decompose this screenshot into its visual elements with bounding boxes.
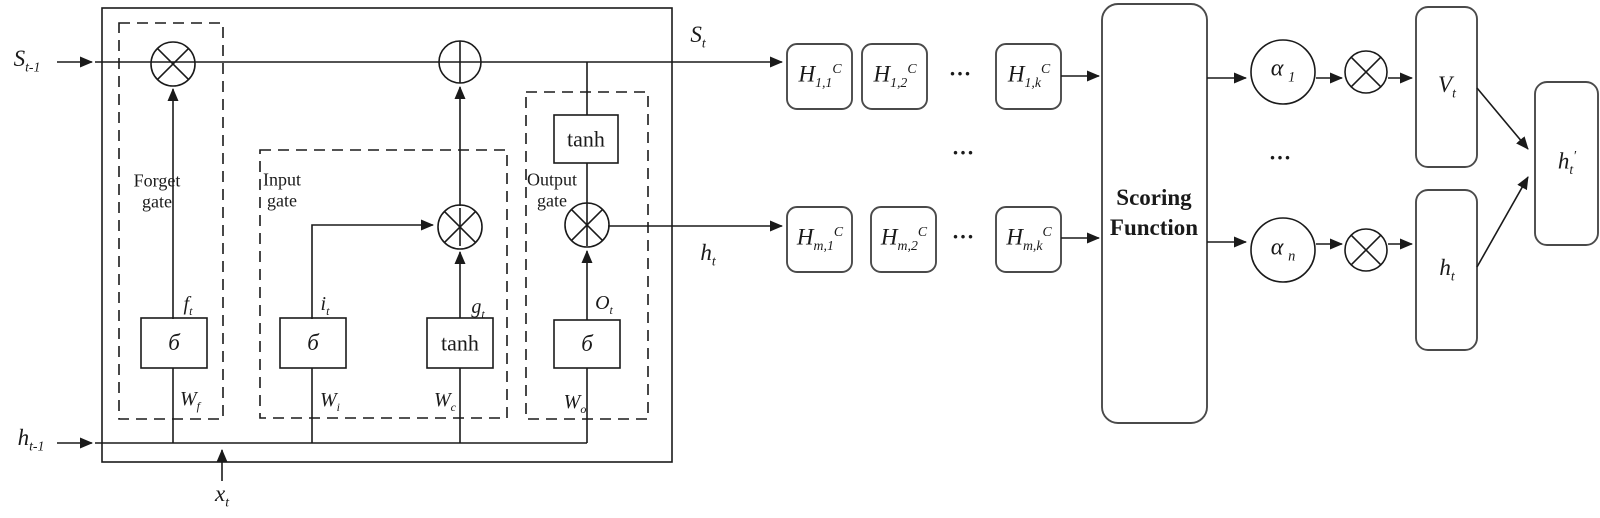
x-input-label: xt <box>214 480 230 510</box>
attention-multiply-top-icon <box>1344 50 1388 94</box>
output-signal-label: Ot <box>595 292 613 318</box>
v-to-final-arrow <box>1476 87 1529 150</box>
input-signal-label: it <box>320 293 330 319</box>
candidate-state-box-12 <box>861 43 928 110</box>
output-tanh-box <box>553 114 619 164</box>
lstm-cell-box <box>101 7 673 463</box>
candidate-state-label-11: H1,1C <box>798 60 842 90</box>
attention-multiply-bottom-icon <box>1344 228 1388 272</box>
forget-sigma-box <box>140 317 208 369</box>
final-hidden-label: ht′ <box>1557 147 1577 177</box>
forget-weight-label: Wf <box>179 388 201 414</box>
input-sigma-label: б <box>307 329 319 355</box>
candidate-state-label-m2: Hm,2C <box>880 223 928 253</box>
candidate-signal-label: gt <box>471 296 485 322</box>
scoring-function-box <box>1101 3 1208 424</box>
candidate-weight-label: Wc <box>434 389 456 415</box>
forget-sigma-label: б <box>168 329 180 355</box>
hidden-vector-label: ht <box>1439 254 1455 284</box>
add-icon <box>438 40 482 84</box>
candidate-state-label-1k: H1,kC <box>1007 60 1051 90</box>
h-prev-label: ht-1 <box>17 424 45 454</box>
s-prev-label: St-1 <box>13 45 41 75</box>
output-weight-label: Wo <box>563 391 587 417</box>
attention-ellipsis: ... <box>1269 139 1293 165</box>
s-out-label: St <box>690 21 706 51</box>
input-multiply-icon <box>437 204 483 250</box>
hidden-vector-box <box>1415 189 1478 351</box>
candidate-state-box-mk <box>995 206 1062 273</box>
output-tanh-label: tanh <box>567 126 605 152</box>
candidate-state-box-m2 <box>870 206 937 273</box>
output-sigma-label: б <box>581 330 593 356</box>
bottom-row-ellipsis: ... <box>952 218 976 244</box>
alpha1-circle <box>1250 39 1316 105</box>
input-sigma-box <box>279 317 347 369</box>
candidate-state-label-12: H1,2C <box>873 60 917 90</box>
candidate-tanh-label: tanh <box>441 330 479 356</box>
candidate-state-box-11 <box>786 43 853 110</box>
alphan-circle <box>1250 217 1316 283</box>
middle-ellipsis: ... <box>952 134 976 160</box>
h-to-final-arrow <box>1476 176 1529 268</box>
scoring-function-label: Scoring Function <box>1109 185 1199 240</box>
forget-signal-label: ft <box>183 293 193 319</box>
candidate-state-label-m1: Hm,1C <box>796 223 844 253</box>
context-vector-box <box>1415 6 1478 168</box>
input-gate-region <box>259 149 508 419</box>
context-vector-label: Vt <box>1438 71 1456 101</box>
alphan-label: α n <box>1270 234 1296 265</box>
input-signal-line <box>311 219 434 319</box>
alpha1-label: α 1 <box>1270 55 1296 86</box>
top-row-ellipsis: ... <box>949 55 973 81</box>
forget-gate-region <box>118 22 224 420</box>
forget-multiply-icon <box>150 41 196 87</box>
final-hidden-box <box>1534 81 1599 246</box>
output-multiply-icon <box>564 202 610 248</box>
candidate-state-box-m1 <box>786 206 853 273</box>
candidate-state-label-mk: Hm,kC <box>1006 223 1052 253</box>
input-weight-label: Wi <box>319 389 341 415</box>
h-out-label: ht <box>700 239 716 269</box>
